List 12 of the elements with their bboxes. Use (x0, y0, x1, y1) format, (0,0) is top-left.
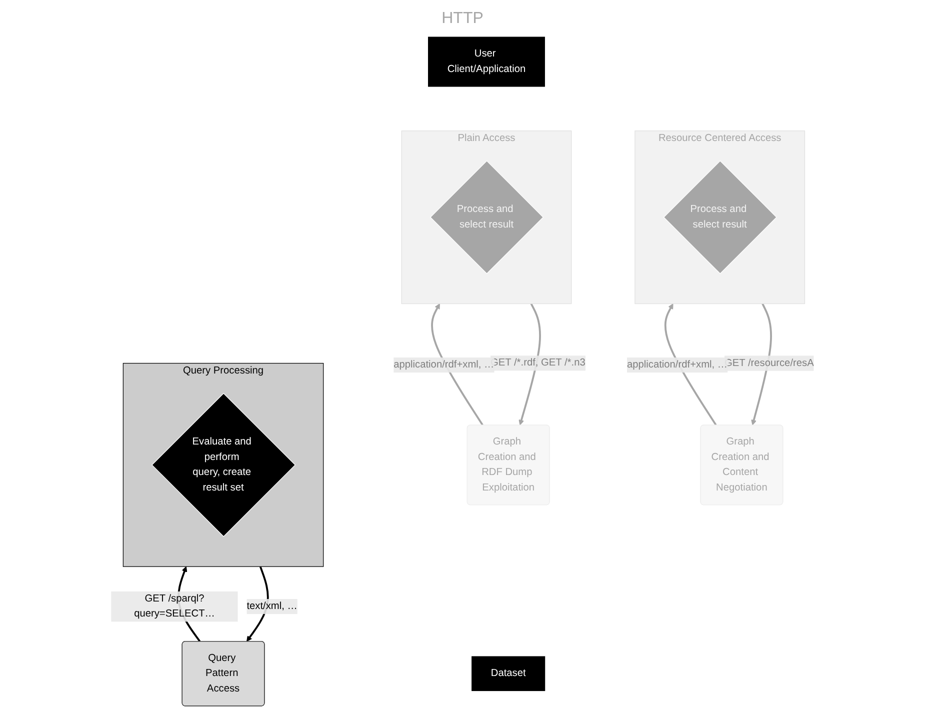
protocol-label: HTTP (442, 10, 484, 28)
edge-label: application/rdf+xml, … (626, 359, 728, 370)
edge-label: GET /sparql?query=SELECT… (134, 593, 215, 620)
node-diamond: Process and select result (430, 160, 544, 274)
edge-label: application/rdf+xml, … (394, 359, 494, 370)
node-box: User Client/Application (428, 36, 545, 87)
edge-label: text/xml, … (246, 600, 298, 612)
node-diamond: Evaluate and perform query, create result set (152, 392, 296, 537)
edge-label: GET /*.rdf, GET /*.n3 (490, 357, 586, 368)
edge-label: GET /resource/resA (724, 358, 814, 368)
node-box: Dataset (472, 656, 546, 692)
node-diamond: Process and select result (663, 160, 777, 274)
